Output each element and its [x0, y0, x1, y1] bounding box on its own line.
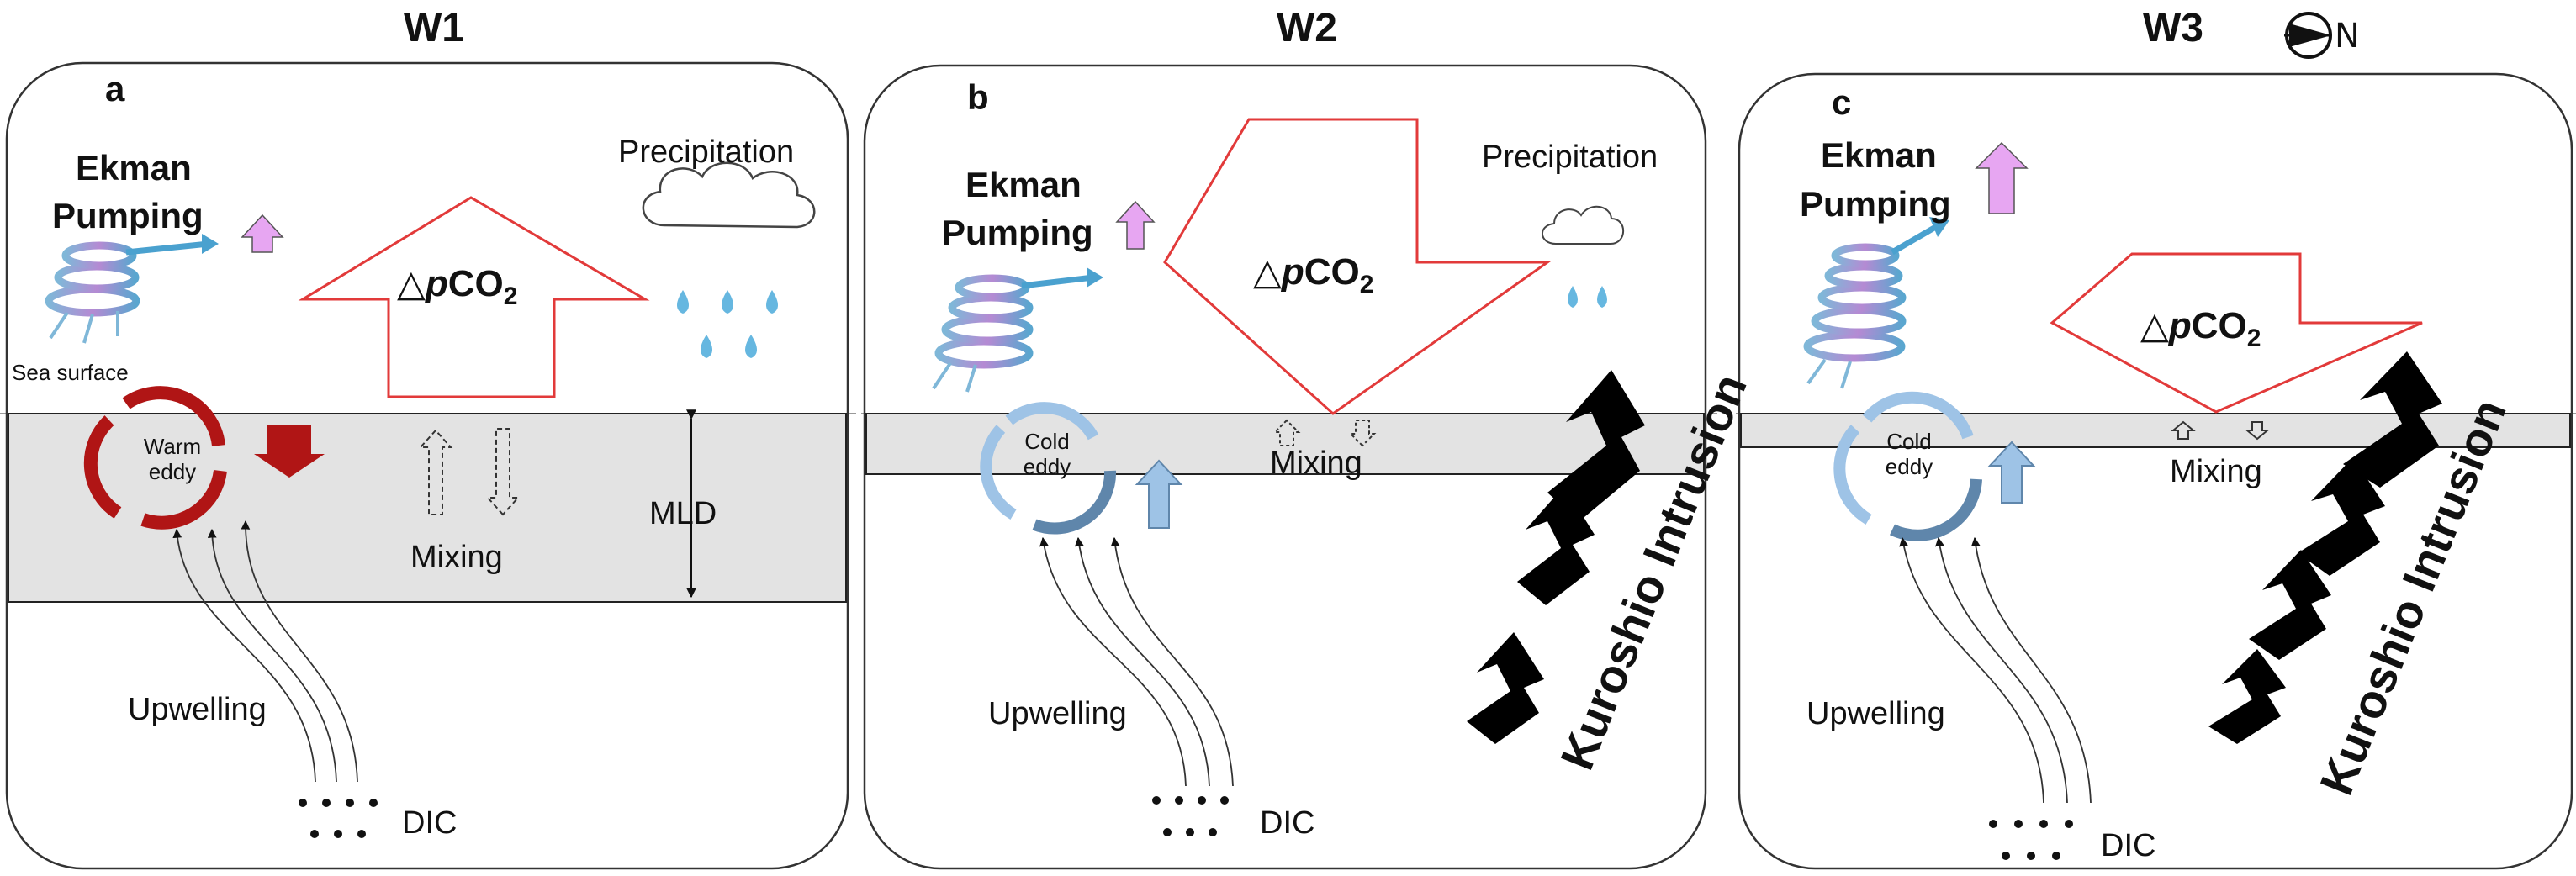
- panel-b-ekman-up-arrow: [1115, 200, 1156, 250]
- panel-b-upwelling-curves: [1039, 536, 1234, 787]
- panel-c-upwelling-label: Upwelling: [1806, 696, 1945, 731]
- panel-a-mixing-up-arrow: [418, 429, 453, 515]
- panel-b-cold-eddy-icon: [980, 402, 1117, 535]
- panel-a-warm-eddy-icon: [83, 386, 227, 530]
- panel-c-mixing-down-arrow: [2245, 421, 2270, 441]
- panel-b-mixing-label: Mixing: [1270, 446, 1362, 481]
- panel-c-dic-dots: [1989, 820, 2073, 860]
- panel-b-frame: [863, 64, 1707, 870]
- panel-b-cloud-icon: [1542, 206, 1624, 245]
- panel-c-mixing-label: Mixing: [2170, 454, 2262, 489]
- panel-b-dpco2-label: △pCO2: [1253, 251, 1374, 298]
- panel-c-ekman-label-1: Ekman: [1821, 135, 1937, 175]
- panel-a-ekman-up-arrow: [241, 214, 284, 253]
- panel-c-ekman-spiral-icon: [1803, 217, 1949, 389]
- panel-b-dic-label: DIC: [1260, 805, 1315, 841]
- panel-a-mld-label: MLD: [649, 496, 717, 531]
- panel-a-mixing-down-arrow: [485, 428, 521, 516]
- panel-c-ekman-up-arrow: [1975, 141, 2029, 214]
- panel-c-letter: c: [1832, 82, 1852, 122]
- panel-c-frame: [1738, 72, 2573, 870]
- panel-b-letter: b: [967, 77, 989, 117]
- panel-c-upwelling-arrow: [1987, 441, 2036, 504]
- panel-b-co2-flux-down-arrow: [1163, 118, 1552, 415]
- panel-c-upwelling-curves: [1899, 536, 2092, 804]
- panel-c-title: W3: [2143, 6, 2203, 50]
- panel-a-dic-dots: [299, 799, 378, 838]
- panel-c-cold-eddy-icon: [1833, 391, 1982, 541]
- panel-b-ekman-label-1: Ekman: [965, 165, 1082, 204]
- compass-icon: [2284, 12, 2332, 59]
- panel-b-raindrops-icon: [1568, 286, 1607, 308]
- panel-b-mixing-down-arrow: [1348, 420, 1377, 447]
- panel-a-frame: [5, 61, 849, 870]
- panel-b-mixing-up-arrow: [1272, 419, 1301, 446]
- panel-a-ekman-label-1: Ekman: [76, 148, 192, 187]
- panel-a-mixing-label: Mixing: [410, 540, 503, 575]
- panel-b-dic-dots: [1152, 796, 1229, 836]
- panel-c-mixing-up-arrow: [2171, 420, 2196, 440]
- panel-b-upwelling-arrow: [1135, 459, 1183, 529]
- panel-c-ekman-label-2: Pumping: [1800, 184, 1951, 224]
- panel-a-upwelling-curves: [172, 520, 358, 783]
- panel-b-upwelling-label: Upwelling: [988, 696, 1127, 731]
- panel-a-precipitation-label: Precipitation: [618, 135, 795, 170]
- panel-a-ekman-spiral-icon: [45, 234, 219, 344]
- panel-b-mixed-layer: [865, 413, 1705, 475]
- panel-c-dpco2-label: △pCO2: [2140, 305, 2261, 352]
- compass-north-label: N: [2335, 17, 2360, 55]
- panel-a-cloud-icon: [642, 161, 816, 229]
- panel-b-ekman-spiral-icon: [932, 267, 1103, 393]
- panel-a-ekman-label-2: Pumping: [52, 196, 204, 235]
- panel-a-mixed-layer: [8, 413, 847, 603]
- panel-b-ekman-label-2: Pumping: [942, 213, 1093, 252]
- panel-a-sea-surface-label: Sea surface: [12, 360, 129, 385]
- panel-b-kuroshio-arrows: [1467, 370, 1645, 744]
- panel-c-dic-label: DIC: [2101, 828, 2156, 863]
- panel-b-precipitation-label: Precipitation: [1482, 140, 1658, 175]
- panel-a-raindrops-icon: [677, 290, 778, 358]
- panel-a-downwelling-arrow: [254, 425, 325, 478]
- panel-a-letter: a: [105, 69, 125, 108]
- panel-b-title: W2: [1277, 6, 1337, 50]
- panel-a-upwelling-label: Upwelling: [128, 692, 267, 727]
- panel-a-dpco2-label: △pCO2: [397, 263, 518, 310]
- panel-a-title: W1: [404, 6, 464, 50]
- panel-c-kuroshio-arrows: [2208, 351, 2442, 744]
- panel-c-co2-flux-down-arrow: [2050, 252, 2423, 414]
- panel-a-co2-flux-up-arrow: [298, 196, 650, 398]
- panel-a-dic-label: DIC: [402, 805, 458, 841]
